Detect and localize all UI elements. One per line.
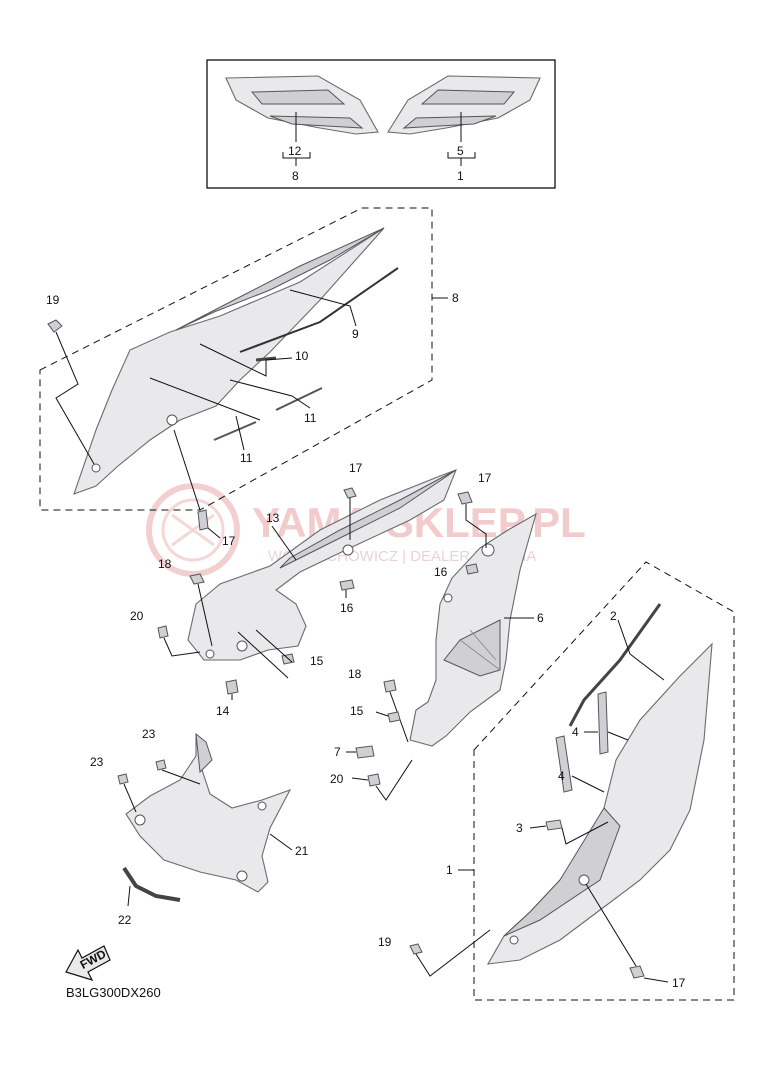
group-inner-panel-13: 13 17 16 18 20 15 14 bbox=[130, 461, 457, 718]
callout-18b: 18 bbox=[348, 667, 362, 681]
bolt-18-left bbox=[189, 573, 205, 585]
callout-19a: 19 bbox=[46, 293, 60, 307]
callout-9: 9 bbox=[352, 327, 359, 341]
bracket-6 bbox=[409, 512, 537, 747]
callout-11b: 11 bbox=[240, 451, 253, 465]
callout-7: 7 bbox=[334, 745, 341, 759]
bolt-17-bottom bbox=[629, 965, 645, 979]
callout-19b: 19 bbox=[378, 935, 392, 949]
callout-18a: 18 bbox=[158, 557, 172, 571]
nut-16-mid bbox=[339, 579, 355, 591]
bolt-18-right bbox=[383, 679, 397, 693]
group-panel-21: 21 23 23 22 bbox=[90, 727, 309, 927]
fwd-arrow: FWD bbox=[65, 945, 111, 981]
callout-20a: 20 bbox=[130, 609, 144, 623]
callout-16a: 16 bbox=[340, 601, 354, 615]
decal-4a bbox=[597, 691, 609, 755]
clip-7 bbox=[355, 745, 375, 759]
callout-5: 5 bbox=[457, 144, 464, 158]
callout-16b: 16 bbox=[434, 565, 448, 579]
screw-20-right bbox=[367, 773, 381, 787]
callout-15b: 15 bbox=[350, 704, 364, 718]
bolt-17-right bbox=[457, 491, 473, 505]
decal-4b bbox=[555, 735, 573, 793]
inner-panel-13 bbox=[187, 469, 457, 661]
callout-17a: 17 bbox=[222, 534, 236, 548]
callout-21: 21 bbox=[295, 844, 309, 858]
watermark-logo bbox=[146, 483, 240, 577]
callout-2: 2 bbox=[610, 609, 617, 623]
callout-8-box: 8 bbox=[292, 169, 299, 183]
callout-23a: 23 bbox=[142, 727, 156, 741]
side-cover-left bbox=[73, 227, 385, 495]
bolt-19-bottom bbox=[409, 943, 423, 955]
side-cover-right bbox=[486, 642, 713, 965]
fwd-arrow-icon bbox=[65, 945, 111, 981]
callout-13: 13 bbox=[266, 511, 280, 525]
decal-9 bbox=[239, 267, 399, 353]
bolt-17-mid bbox=[343, 487, 357, 499]
bolt-19-top bbox=[47, 319, 63, 333]
trim-22 bbox=[122, 866, 181, 902]
group-side-cover-right: 1 2 4 4 3 19 17 bbox=[378, 561, 735, 1001]
callout-20b: 20 bbox=[330, 772, 344, 786]
screw-23b bbox=[117, 773, 129, 785]
callout-17c: 17 bbox=[478, 471, 492, 485]
callout-10: 10 bbox=[295, 349, 309, 363]
callout-14: 14 bbox=[216, 704, 230, 718]
callout-6: 6 bbox=[537, 611, 544, 625]
callout-4b: 4 bbox=[558, 769, 565, 783]
group-bracket-6: 6 17 16 18 15 7 20 bbox=[330, 471, 544, 801]
callout-1: 1 bbox=[446, 863, 453, 877]
callout-1-box: 1 bbox=[457, 169, 464, 183]
callout-17d: 17 bbox=[672, 976, 686, 990]
callout-15a: 15 bbox=[310, 654, 324, 668]
decal-2 bbox=[568, 603, 662, 727]
screw-20-left bbox=[157, 625, 169, 639]
nut-16-right bbox=[465, 563, 479, 575]
diagram-code: B3LG300DX260 bbox=[66, 985, 161, 1000]
decal-11b bbox=[213, 421, 257, 441]
group-side-cover-left: 8 9 10 11 11 19 17 bbox=[39, 207, 459, 548]
decal-11a bbox=[275, 387, 323, 411]
callout-4a: 4 bbox=[572, 725, 579, 739]
callout-12: 12 bbox=[288, 144, 302, 158]
callout-17b: 17 bbox=[349, 461, 363, 475]
callout-23b: 23 bbox=[90, 755, 104, 769]
decal-10 bbox=[255, 356, 277, 362]
bolt-17-cover bbox=[197, 509, 209, 531]
callout-22: 22 bbox=[118, 913, 132, 927]
callout-8: 8 bbox=[452, 291, 459, 305]
nut-15-right bbox=[387, 711, 401, 723]
emblem-box: 12 8 5 1 bbox=[206, 59, 556, 189]
panel-21 bbox=[125, 733, 292, 893]
callout-3: 3 bbox=[516, 821, 523, 835]
callout-11a: 11 bbox=[304, 411, 317, 425]
clip-14 bbox=[225, 679, 239, 695]
clip-3 bbox=[545, 819, 563, 831]
screw-23a bbox=[155, 759, 167, 771]
